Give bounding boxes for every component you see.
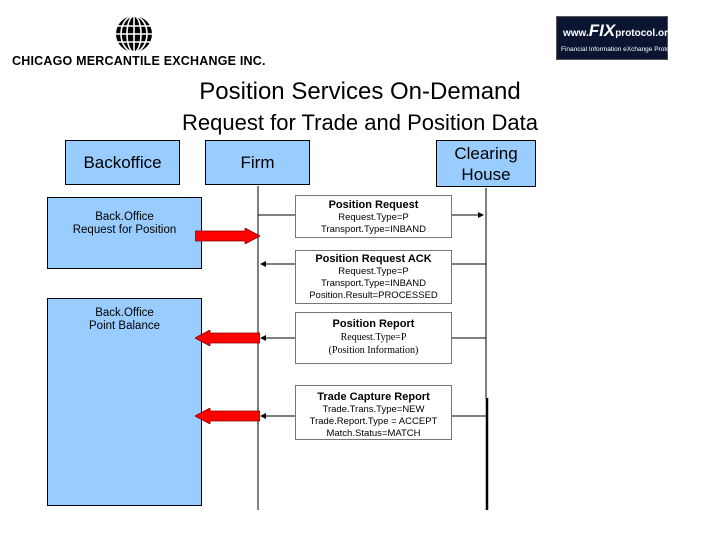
position-report-message: Position Report Request.Type=P (Position… — [295, 312, 452, 364]
red-arrow-left — [195, 408, 260, 424]
red-arrow-right — [195, 228, 260, 244]
fix-logo-big: FIX — [588, 21, 616, 40]
message-line: Request.Type=P — [340, 332, 407, 343]
message-head: Trade Capture Report — [317, 391, 430, 403]
fix-logo-prefix: www. — [563, 28, 589, 39]
message-line: Match.Status=MATCH — [326, 428, 421, 439]
firm-header: Firm — [205, 140, 310, 185]
message-line: Request.Type=P — [338, 212, 409, 223]
fix-logo-main: www.FIXprotocol.org — [563, 21, 674, 41]
fix-logo-suffix: protocol.org — [615, 28, 675, 39]
message-line: (Position Information) — [328, 345, 419, 356]
message-line: Trade.Trans.Type=NEW — [322, 404, 425, 415]
clearing-header-line2: House — [461, 164, 511, 184]
request-box-line1: Back.Office — [95, 211, 154, 223]
backoffice-balance-box: Back.Office Point Balance — [47, 298, 202, 506]
fix-logo: www.FIXprotocol.org Financial Informatio… — [556, 16, 679, 60]
firm-header-label: Firm — [240, 152, 275, 172]
cme-logo: CHICAGO MERCANTILE EXCHANGE INC. — [12, 14, 266, 70]
message-line: Trade.Report.Type = ACCEPT — [309, 416, 438, 427]
message-line: Transport.Type=INBAND — [321, 278, 426, 289]
clearing-header-line1: Clearing — [454, 143, 518, 163]
red-arrow-left — [195, 330, 260, 346]
message-line: Request.Type=P — [338, 266, 409, 277]
balance-box-line2: Point Balance — [89, 320, 160, 332]
trade-capture-report-message: Trade Capture Report Trade.Trans.Type=NE… — [295, 385, 452, 440]
request-box-line2: Request for Position — [72, 224, 177, 236]
position-request-message: Position Request Request.Type=P Transpor… — [295, 195, 452, 238]
message-line: Transport.Type=INBAND — [321, 224, 426, 235]
backoffice-request-box: Back.Office Request for Position — [47, 197, 202, 269]
position-request-ack-message: Position Request ACK Request.Type=P Tran… — [295, 250, 452, 304]
backoffice-header: Backoffice — [65, 140, 180, 185]
message-head: Position Request ACK — [315, 253, 432, 265]
balance-box-line1: Back.Office — [95, 307, 154, 319]
page-title: Position Services On-Demand — [199, 78, 521, 105]
message-head: Position Request — [328, 199, 419, 211]
clearing-house-header: Clearing House — [436, 140, 536, 187]
cme-name: CHICAGO MERCANTILE EXCHANGE INC. — [12, 54, 266, 68]
fix-logo-subtitle: Financial Information eXchange Protocol — [561, 46, 679, 53]
globe-icon — [116, 15, 152, 53]
page-subtitle: Request for Trade and Position Data — [182, 110, 538, 135]
message-head: Position Report — [332, 318, 415, 330]
message-line: Position.Result=PROCESSED — [309, 290, 438, 301]
backoffice-header-label: Backoffice — [83, 152, 162, 172]
